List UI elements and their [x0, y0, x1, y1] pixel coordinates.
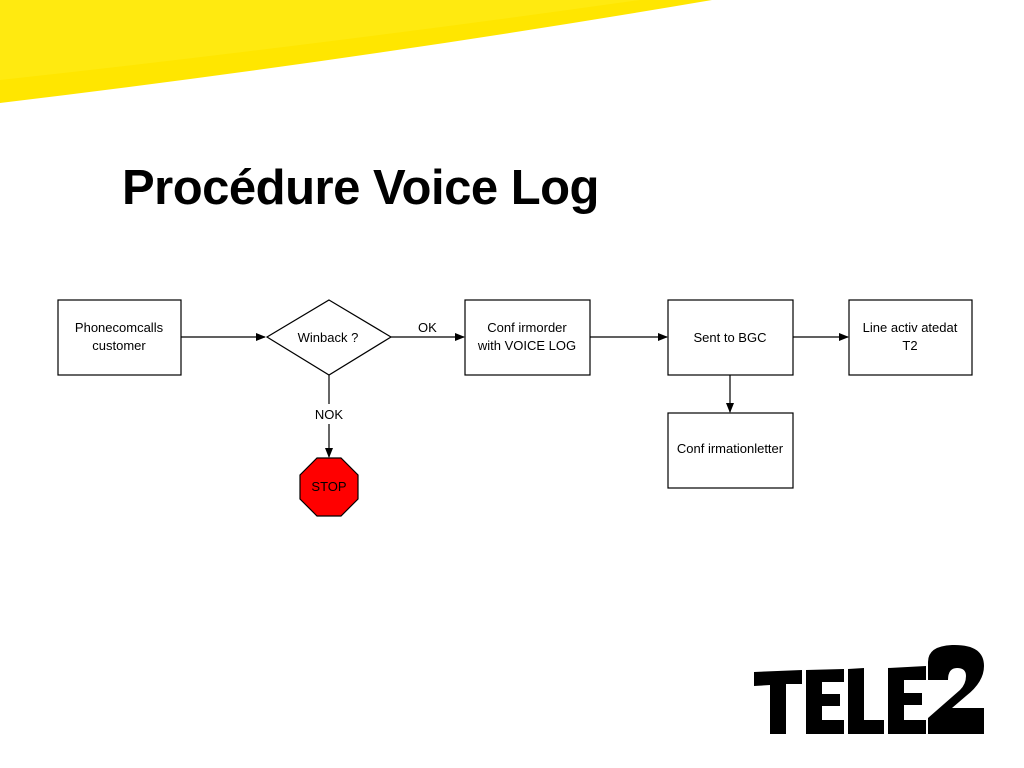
node-confirm-order: Conf irmorder with VOICE LOG — [464, 299, 591, 376]
node-box — [848, 299, 973, 376]
node-sent-to-bgc: Sent to BGC — [667, 299, 794, 376]
node-label-line2: with VOICE LOG — [477, 338, 576, 353]
node-line-activated: Line activ atedat T2 — [848, 299, 973, 376]
node-label-line1: Line activ atedat — [863, 320, 958, 335]
node-winback-decision: Winback ? — [265, 299, 393, 376]
node-confirmation-letter: Conf irmationletter — [667, 412, 794, 489]
node-label-line1: Conf irmorder — [487, 320, 567, 335]
node-box — [464, 299, 591, 376]
decision-diamond — [265, 299, 393, 376]
logo-letter-e1 — [806, 669, 844, 734]
logo-digit-2 — [928, 644, 984, 734]
yellow-swoosh-shade — [0, 0, 640, 80]
logo-letter-t — [754, 670, 802, 734]
stop-octagon — [299, 457, 359, 517]
node-box — [57, 299, 182, 376]
ok-label: OK — [418, 320, 437, 335]
tele2-logo — [754, 644, 984, 734]
node-label-line2: T2 — [902, 338, 917, 353]
slide-title: Procédure Voice Log — [122, 161, 599, 215]
node-box — [667, 412, 794, 489]
nok-label: NOK — [315, 407, 344, 422]
node-box — [667, 299, 794, 376]
node-label-line1: Winback ? — [298, 330, 359, 345]
node-label-line2: customer — [92, 338, 146, 353]
node-label-line1: Sent to BGC — [694, 330, 767, 345]
yellow-banner — [0, 0, 712, 103]
node-label-line1: STOP — [311, 479, 346, 494]
logo-letter-e2 — [888, 666, 926, 734]
node-label-line1: Phonecomcalls — [75, 320, 164, 335]
logo-letter-l — [848, 668, 884, 734]
node-phonecom-calls-customer: Phonecomcalls customer — [57, 299, 182, 376]
node-label-line1: Conf irmationletter — [677, 441, 784, 456]
node-stop: STOP — [299, 457, 359, 517]
